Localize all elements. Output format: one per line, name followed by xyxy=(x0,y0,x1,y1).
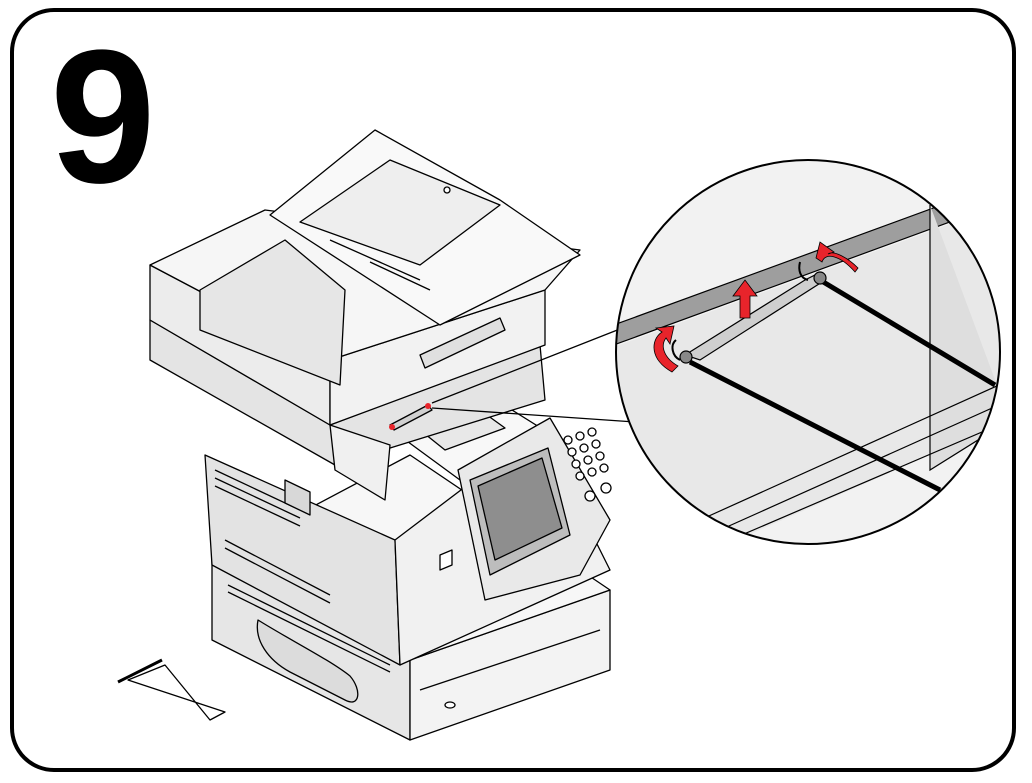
document-feeder xyxy=(149,129,581,386)
lift-arrows xyxy=(653,241,859,373)
latch-small xyxy=(389,403,433,431)
removed-part xyxy=(117,658,226,721)
step-number: 9 xyxy=(50,11,156,223)
magnified-callout xyxy=(615,159,1001,545)
callout-lines xyxy=(431,326,636,423)
control-panel xyxy=(457,417,612,601)
